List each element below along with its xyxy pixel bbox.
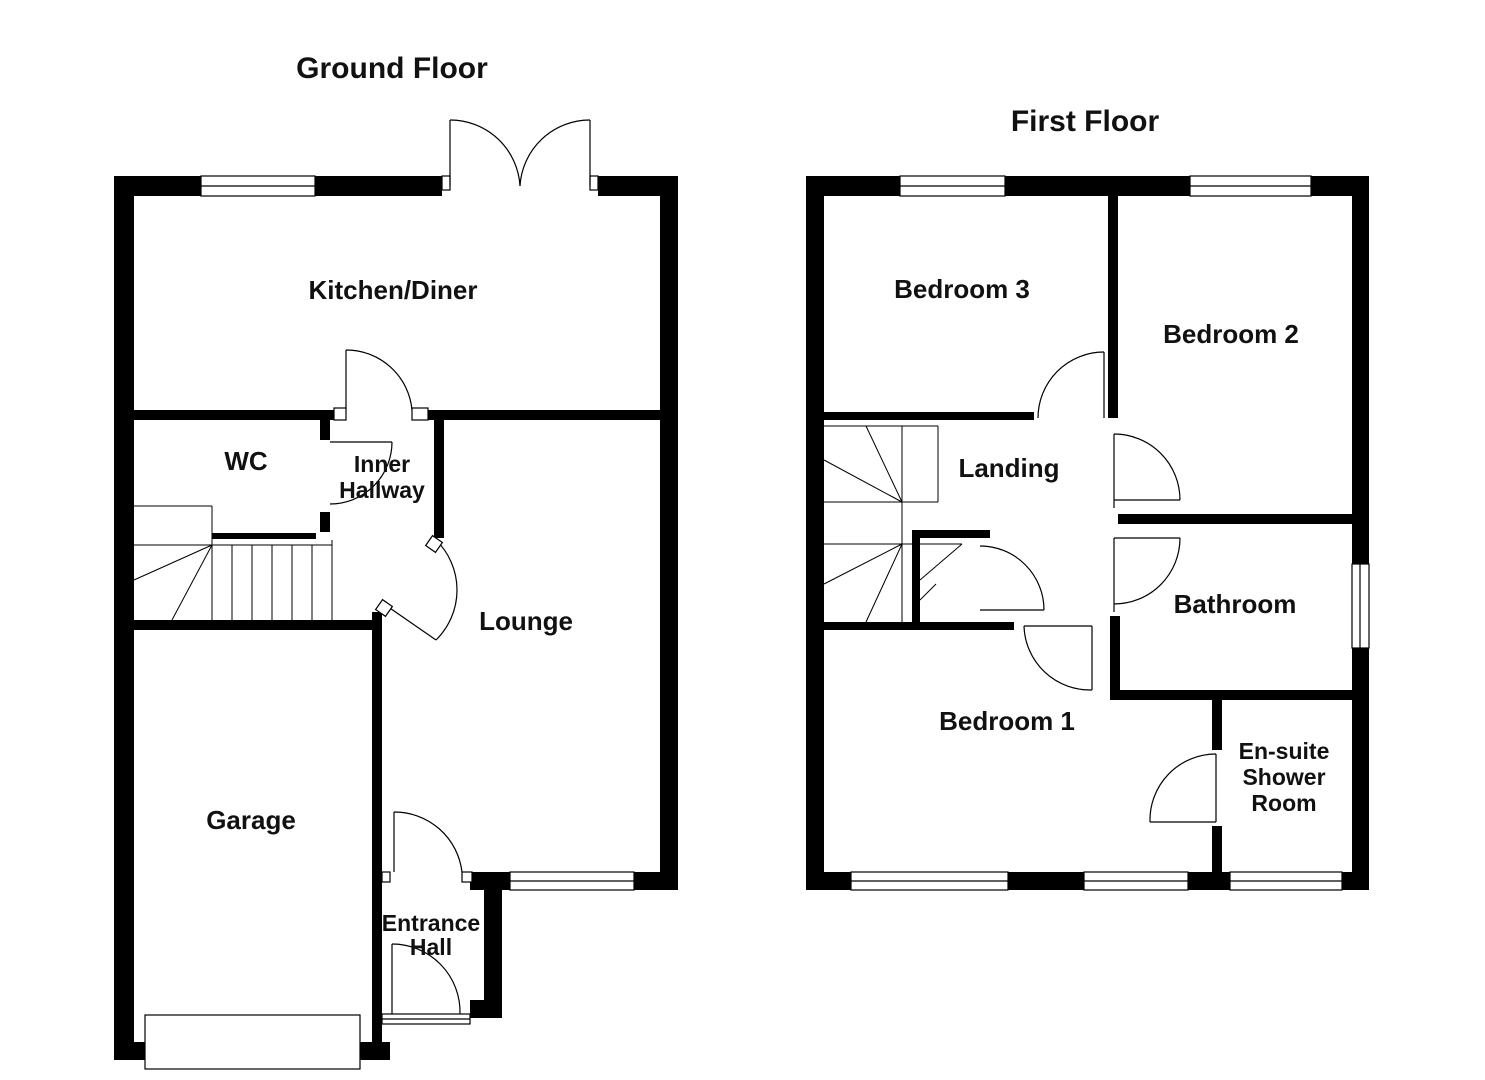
room-label-entrance-hall-line1: Entrance — [382, 910, 480, 936]
room-label-bedroom-2: Bedroom 2 — [1163, 319, 1299, 349]
room-label-inner-hallway-line2: Hallway — [339, 477, 425, 503]
entrance-doors — [381, 811, 473, 1025]
first-floor-title: First Floor — [1011, 105, 1160, 138]
room-label-bathroom: Bathroom — [1174, 589, 1297, 619]
room-label-garage: Garage — [206, 805, 296, 835]
ground-floor-walls — [114, 176, 678, 1060]
bathroom-door — [1113, 537, 1181, 612]
ground-floor-plan: Ground Floor — [114, 52, 678, 1070]
kitchen-door — [333, 349, 429, 421]
room-label-landing: Landing — [958, 453, 1059, 483]
cupboard-door — [979, 545, 1045, 611]
room-label-lounge: Lounge — [479, 606, 573, 636]
room-label-ensuite-line1: En-suite — [1239, 738, 1330, 764]
room-label-bedroom-1: Bedroom 1 — [939, 706, 1075, 736]
room-label-inner-hallway-line1: Inner — [354, 451, 410, 477]
ground-staircase — [133, 505, 333, 621]
bedroom1-door — [1023, 625, 1093, 691]
room-label-wc: WC — [224, 446, 268, 476]
room-label-ensuite-line2: Shower — [1242, 764, 1325, 790]
garage-door — [144, 1014, 361, 1070]
bedroom2-door — [1113, 433, 1181, 508]
wc-door — [329, 441, 393, 505]
first-staircase — [823, 425, 963, 623]
bedroom3-door — [1037, 351, 1105, 419]
room-label-ensuite-line3: Room — [1251, 790, 1316, 816]
french-doors — [441, 119, 599, 191]
ground-floor-title: Ground Floor — [296, 52, 488, 85]
ensuite-door — [1149, 753, 1217, 823]
room-label-bedroom-3: Bedroom 3 — [894, 274, 1030, 304]
room-label-entrance-hall-line2: Hall — [410, 934, 452, 960]
lounge-door — [374, 534, 458, 641]
first-floor-walls — [806, 176, 1369, 890]
first-floor-plan: First Floor — [806, 105, 1370, 891]
room-label-kitchen-diner: Kitchen/Diner — [308, 275, 477, 305]
